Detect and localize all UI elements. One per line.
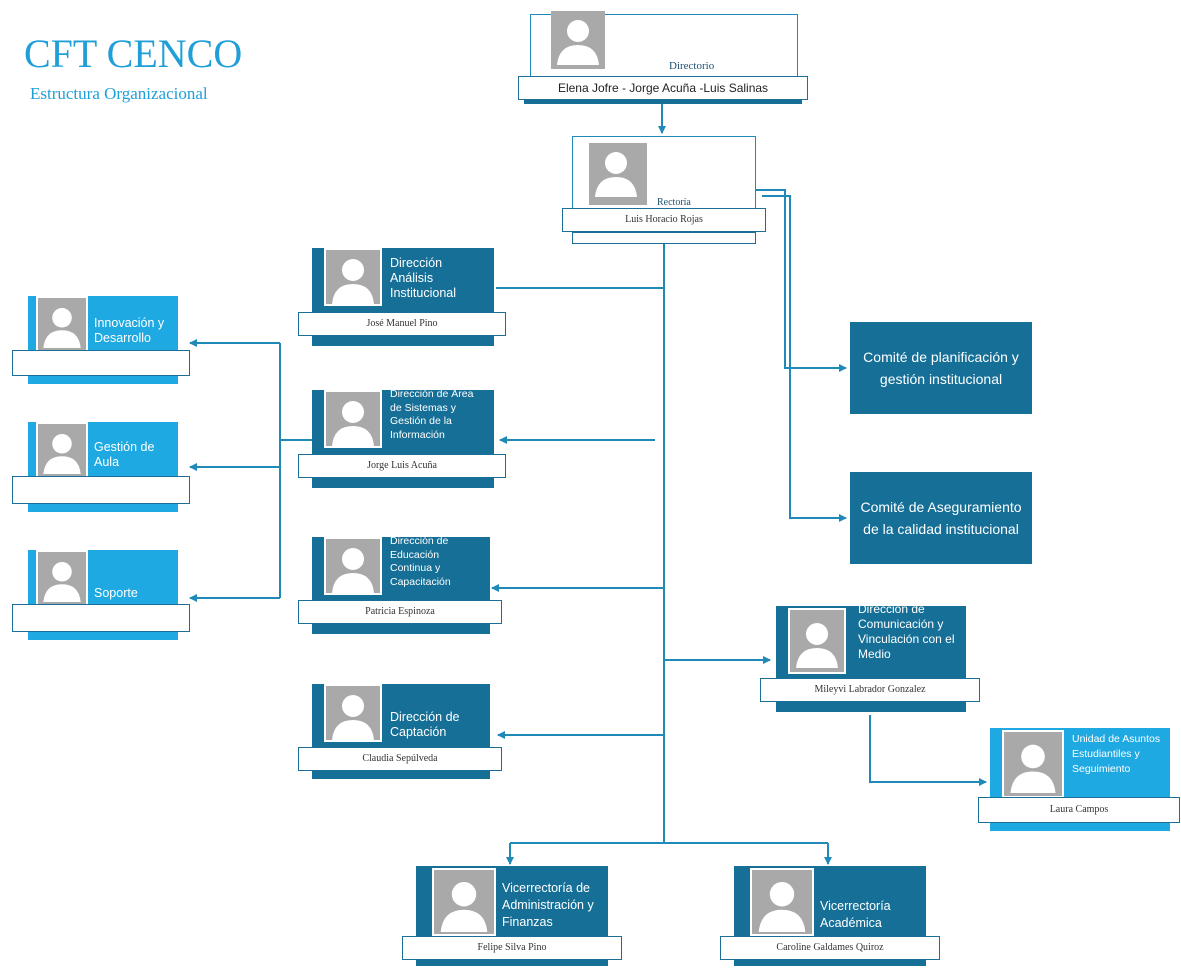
node-administracion-name: Felipe Silva Pino xyxy=(402,936,622,960)
node-rectoria-base xyxy=(572,232,756,244)
node-captacion-name: Claudia Sepúlveda xyxy=(298,747,502,771)
person-placeholder-icon xyxy=(324,537,382,595)
person-placeholder-icon xyxy=(324,390,382,448)
node-analisis[interactable]: Dirección Análisis Institucional xyxy=(312,248,494,314)
node-asuntos-shadow xyxy=(990,823,1170,831)
node-rectoria-role: Rectoría xyxy=(657,197,691,208)
node-rectoria[interactable]: Rectoría xyxy=(572,136,756,212)
node-analisis-shadow xyxy=(312,336,494,346)
node-academica-role: Vicerrectoría Académica xyxy=(820,899,891,930)
person-placeholder-icon xyxy=(324,248,382,306)
node-directorio-shadow xyxy=(524,100,802,104)
page-title: CFT CENCO xyxy=(24,31,243,76)
node-comunicacion[interactable]: Dirección de Comunicación y Vinculación … xyxy=(776,602,966,678)
node-asuntos-role: Unidad de Asuntos Estudiantiles y Seguim… xyxy=(1072,733,1161,775)
node-analisis-role: Dirección Análisis Institucional xyxy=(390,256,457,300)
person-placeholder-icon xyxy=(36,296,88,352)
node-captacion[interactable]: Dirección de Captación xyxy=(312,684,490,748)
node-sistemas-role: Dirección de Área de Sistemas y Gestión … xyxy=(390,388,474,441)
node-sistemas[interactable]: Dirección de Área de Sistemas y Gestión … xyxy=(312,388,494,456)
node-academica[interactable]: Vicerrectoría Académica xyxy=(734,866,926,938)
node-innovacion[interactable]: Innovación y Desarrollo xyxy=(28,296,178,352)
node-soporte[interactable]: Soporte xyxy=(28,550,178,606)
person-placeholder-icon xyxy=(432,868,496,936)
node-soporte-role: Soporte xyxy=(94,586,138,600)
node-educacion[interactable]: Dirección de Educación Continua y Capaci… xyxy=(312,535,490,601)
person-placeholder-icon xyxy=(324,684,382,742)
node-gestion-aula[interactable]: Gestión de Aula xyxy=(28,422,178,478)
node-analisis-name: José Manuel Pino xyxy=(298,312,506,336)
node-sistemas-name: Jorge Luis Acuña xyxy=(298,454,506,478)
node-administracion-shadow xyxy=(416,960,608,966)
node-innovacion-base xyxy=(12,350,190,376)
connector-asuntos xyxy=(869,715,987,786)
node-innovacion-role: Innovación y Desarrollo xyxy=(94,316,165,345)
node-sistemas-shadow xyxy=(312,478,494,488)
committee-planificacion[interactable]: Comité de planificación y gestión instit… xyxy=(850,322,1032,414)
person-placeholder-icon xyxy=(788,608,846,674)
page-subtitle: Estructura Organizacional xyxy=(30,84,208,103)
person-placeholder-icon xyxy=(589,143,647,205)
node-soporte-shadow xyxy=(28,632,178,640)
person-placeholder-icon xyxy=(1002,730,1064,798)
node-educacion-name: Patricia Espinoza xyxy=(298,600,502,624)
node-asuntos-name: Laura Campos xyxy=(978,797,1180,823)
node-captacion-role: Dirección de Captación xyxy=(390,710,460,739)
person-placeholder-icon xyxy=(36,550,88,606)
node-rectoria-name: Luis Horacio Rojas xyxy=(562,208,766,232)
node-captacion-shadow xyxy=(312,771,490,779)
committee-aseguramiento[interactable]: Comité de Aseguramiento de la calidad in… xyxy=(850,472,1032,564)
person-placeholder-icon xyxy=(551,11,605,69)
node-administracion[interactable]: Vicerrectoría de Administración y Finanz… xyxy=(416,866,608,938)
node-directorio[interactable]: Directorio xyxy=(530,11,798,78)
node-comunicacion-name: Mileyvi Labrador Gonzalez xyxy=(760,678,980,702)
node-gestion-aula-shadow xyxy=(28,504,178,512)
person-placeholder-icon xyxy=(36,422,88,478)
node-soporte-base xyxy=(12,604,190,632)
node-asuntos[interactable]: Unidad de Asuntos Estudiantiles y Seguim… xyxy=(990,728,1170,798)
node-academica-name: Caroline Galdames Quiroz xyxy=(720,936,940,960)
node-academica-shadow xyxy=(734,960,926,966)
node-educacion-shadow xyxy=(312,624,490,634)
connector-planificacion xyxy=(755,189,847,372)
node-comunicacion-shadow xyxy=(776,702,966,712)
node-comunicacion-role: Dirección de Comunicación y Vinculación … xyxy=(858,602,955,661)
node-gestion-aula-role: Gestión de Aula xyxy=(94,440,155,469)
node-directorio-name: Elena Jofre - Jorge Acuña -Luis Salinas xyxy=(518,76,808,100)
connector-aseguramiento xyxy=(762,195,847,522)
node-educacion-role: Dirección de Educación Continua y Capaci… xyxy=(390,535,451,588)
node-innovacion-shadow xyxy=(28,376,178,384)
node-administracion-role: Vicerrectoría de Administración y Finanz… xyxy=(502,881,594,929)
node-gestion-aula-base xyxy=(12,476,190,504)
person-placeholder-icon xyxy=(750,868,814,936)
node-directorio-role: Directorio xyxy=(669,60,715,72)
